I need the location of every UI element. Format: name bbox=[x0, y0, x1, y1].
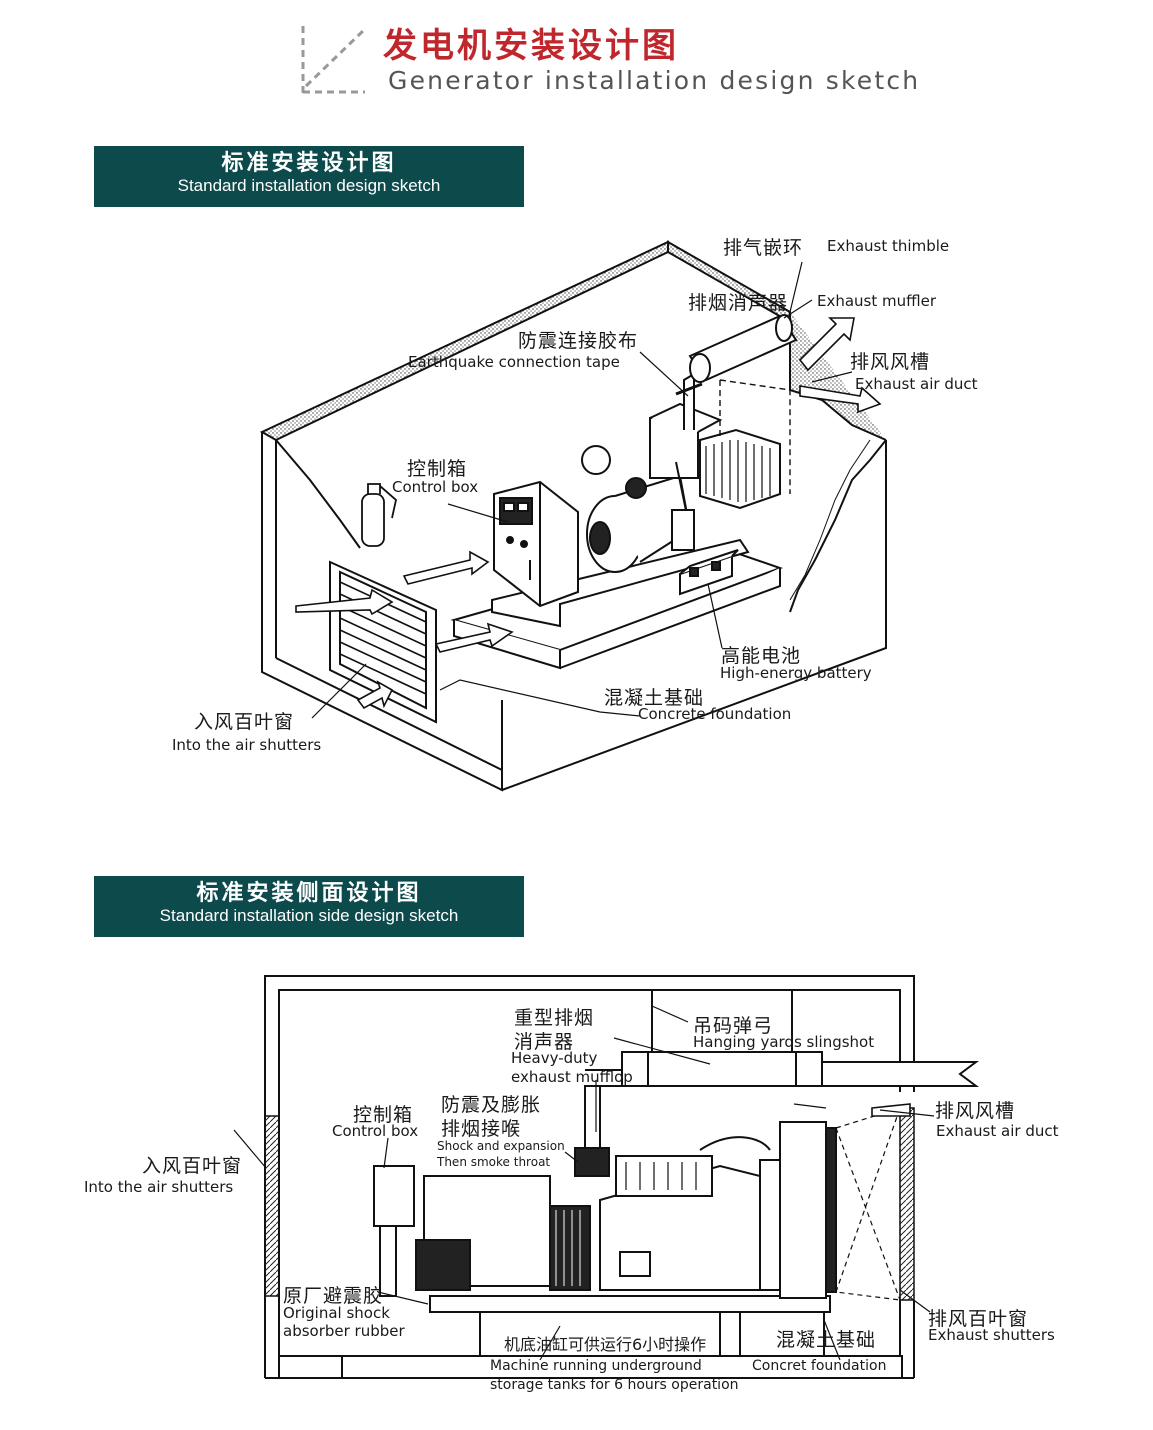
label-heavy-muffler-en-1: Heavy-duty bbox=[511, 1049, 598, 1067]
exhaust-duct-arrow bbox=[871, 1103, 911, 1117]
label-exhaust-muffler-en: Exhaust muffler bbox=[817, 292, 937, 310]
label-exhaust-muffler-cn: 排烟消声器 bbox=[688, 292, 789, 314]
label-earthquake-tape-en: Earthquake connection tape bbox=[408, 353, 620, 371]
label-side-concrete-cn: 混凝土基础 bbox=[776, 1329, 877, 1351]
side-control-box-drawing bbox=[373, 1165, 415, 1297]
right-louver bbox=[899, 1107, 915, 1301]
label-heavy-muffler-cn-2: 消声器 bbox=[514, 1031, 575, 1053]
label-fuel-tank-en-2: storage tanks for 6 hours operation bbox=[490, 1377, 739, 1393]
section1-banner-subtitle: Standard installation design sketch bbox=[177, 176, 441, 195]
section1-leaders bbox=[311, 261, 853, 719]
label-side-exhaust-duct-cn: 排风风槽 bbox=[935, 1100, 1016, 1122]
label-side-control-box-cn: 控制箱 bbox=[353, 1104, 414, 1126]
label-battery-en: High-energy battery bbox=[720, 664, 872, 682]
section2-banner: 标准安装侧面设计图 Standard installation side des… bbox=[94, 876, 524, 937]
label-shock-throat-en-2: Then smoke throat bbox=[437, 1155, 551, 1169]
label-control-box-cn: 控制箱 bbox=[407, 458, 468, 480]
label-slingshot-cn: 吊码弹弓 bbox=[693, 1015, 774, 1037]
air-duct-outline bbox=[719, 379, 791, 494]
label-side-air-shutters-cn: 入风百叶窗 bbox=[142, 1155, 243, 1177]
label-shock-rubber-en-1: Original shock bbox=[283, 1304, 390, 1322]
section2-leaders bbox=[233, 1005, 935, 1361]
label-battery-cn: 高能电池 bbox=[721, 645, 802, 667]
engine-drawing bbox=[581, 314, 798, 573]
label-concrete-cn: 混凝土基础 bbox=[604, 687, 705, 709]
left-louver bbox=[264, 1115, 280, 1297]
label-heavy-muffler-en-2: exhaust mufflop bbox=[511, 1068, 633, 1086]
page-title: 发电机安装设计图 bbox=[383, 26, 679, 66]
section2-banner-subtitle: Standard installation side design sketch bbox=[159, 906, 459, 925]
alternator-drawing bbox=[415, 1175, 591, 1291]
label-concrete-en: Concrete foundation bbox=[638, 705, 792, 723]
section2-banner-title: 标准安装侧面设计图 bbox=[196, 881, 422, 906]
page-subtitle: Generator installation design sketch bbox=[388, 66, 921, 95]
label-exhaust-duct-cn: 排风风槽 bbox=[850, 351, 931, 373]
label-heavy-muffler-cn-1: 重型排烟 bbox=[514, 1007, 595, 1029]
label-fuel-tank-en-1: Machine running underground bbox=[490, 1358, 702, 1374]
base-frame bbox=[491, 538, 750, 628]
radiator-drawing bbox=[759, 1121, 837, 1299]
label-shock-throat-cn-2: 排烟接喉 bbox=[441, 1118, 522, 1140]
section1-banner: 标准安装设计图 Standard installation design ske… bbox=[94, 146, 524, 207]
foundation-drawing bbox=[341, 1295, 903, 1379]
label-slingshot-en: Hanging yards slingshot bbox=[693, 1033, 875, 1051]
label-exhaust-shutters-cn: 排风百叶窗 bbox=[928, 1308, 1029, 1330]
label-side-exhaust-duct-en: Exhaust air duct bbox=[936, 1122, 1059, 1140]
label-shock-throat-cn-1: 防震及膨胀 bbox=[441, 1094, 542, 1116]
label-shock-rubber-en-2: absorber rubber bbox=[283, 1322, 405, 1340]
fire-extinguisher bbox=[361, 483, 397, 547]
label-shock-rubber-cn: 原厂避震胶 bbox=[283, 1285, 384, 1307]
label-earthquake-tape-cn: 防震连接胶布 bbox=[518, 330, 639, 352]
label-control-box-en: Control box bbox=[392, 478, 479, 496]
airflow-arrows bbox=[295, 317, 882, 710]
control-box-drawing bbox=[493, 480, 579, 608]
label-exhaust-shutters-en: Exhaust shutters bbox=[928, 1326, 1055, 1344]
label-side-air-shutters-en: Into the air shutters bbox=[84, 1178, 234, 1196]
label-air-shutters-cn: 入风百叶窗 bbox=[194, 711, 295, 733]
label-exhaust-thimble-cn: 排气嵌环 bbox=[723, 237, 804, 259]
label-exhaust-duct-en: Exhaust air duct bbox=[855, 375, 978, 393]
label-air-shutters-en: Into the air shutters bbox=[172, 736, 322, 754]
side-engine-drawing bbox=[599, 1136, 771, 1291]
exhaust-muffler-drawing bbox=[574, 990, 979, 1177]
label-side-control-box-en: Control box bbox=[332, 1122, 419, 1140]
label-shock-throat-en-1: Shock and expansion bbox=[437, 1139, 565, 1153]
side-air-duct bbox=[835, 1107, 901, 1301]
label-exhaust-thimble-en: Exhaust thimble bbox=[827, 237, 950, 255]
label-fuel-tank-cn: 机底油缸可供运行6小时操作 bbox=[504, 1335, 707, 1354]
battery-drawing bbox=[679, 549, 739, 596]
section1-banner-title: 标准安装设计图 bbox=[221, 151, 397, 176]
label-side-concrete-en: Concret foundation bbox=[752, 1358, 887, 1374]
